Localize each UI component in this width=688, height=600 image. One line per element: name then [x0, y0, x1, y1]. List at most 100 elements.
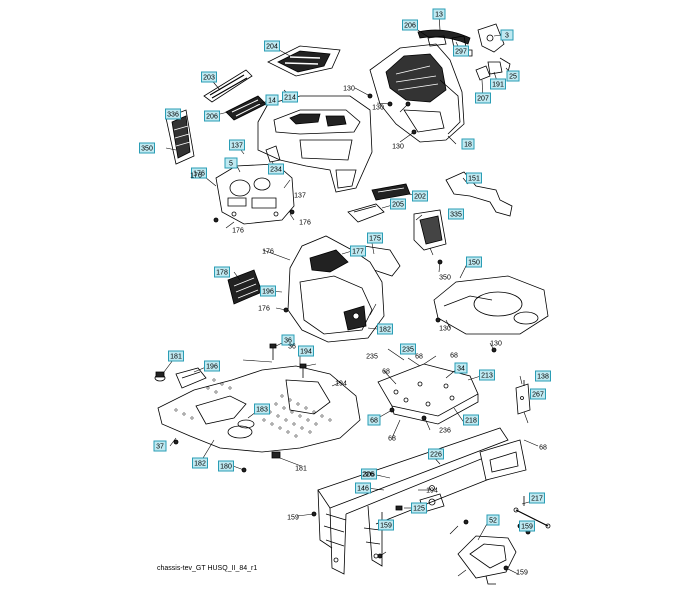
plain-callouts: 1301301301371761761761761763501301303668…	[190, 86, 547, 577]
callout-label: 226	[362, 472, 374, 479]
callout-box-label: 150	[468, 260, 480, 267]
callout-box-label: 37	[156, 444, 164, 451]
callout-label: 176	[232, 228, 244, 235]
callout-label: 68	[382, 369, 390, 376]
front-panel-182	[288, 236, 384, 342]
callout-label: 176	[258, 306, 270, 313]
callout-box-frame	[428, 448, 444, 460]
callout-box-label: 5	[229, 161, 233, 168]
callout-box-label: 335	[450, 212, 462, 219]
callout-box-label: 177	[352, 249, 364, 256]
callout-label: 68	[388, 436, 396, 443]
callout-box: 146	[355, 482, 371, 494]
callout-box-label: 306	[363, 472, 375, 479]
callout-label: 236	[439, 428, 451, 435]
callout-box: 226	[428, 448, 444, 460]
callout-label: 194	[335, 381, 347, 388]
callout-box-label: 36	[284, 338, 292, 345]
callout-box-frame	[265, 94, 279, 106]
callout-label: 36	[288, 344, 296, 351]
callout-box-frame	[282, 91, 298, 103]
callout-box-label: 159	[380, 523, 392, 530]
callout-box-frame	[530, 388, 546, 400]
callout-box: 350	[139, 142, 155, 154]
callout-box-frame	[229, 139, 245, 151]
callout-box-frame	[475, 92, 491, 104]
callout-box-frame	[350, 245, 366, 257]
callout-box: 182	[377, 323, 393, 335]
callout-box-frame	[500, 29, 514, 41]
headlight-parts	[476, 58, 510, 80]
callout-label: 137	[294, 193, 306, 200]
callout-box: 14	[265, 94, 279, 106]
callout-box-label: 218	[465, 418, 477, 425]
callout-box-frame	[153, 440, 167, 452]
callout-box: 218	[463, 414, 479, 426]
callout-box-frame	[529, 492, 545, 504]
callout-box: 25	[506, 70, 520, 82]
callout-box-label: 159	[521, 524, 533, 531]
diagram-caption: chassis-tev_GT HUSQ_II_84_r1	[157, 565, 258, 572]
callout-box-label: 235	[402, 347, 414, 354]
callout-label: 181	[295, 466, 307, 473]
callout-box-label: 176	[193, 171, 205, 178]
callout-box-frame	[367, 414, 381, 426]
callout-box: 177	[350, 245, 366, 257]
callout-box-frame	[479, 369, 495, 381]
callout-box: 214	[282, 91, 298, 103]
callout-box-frame	[268, 163, 284, 175]
callout-label: 176	[299, 220, 311, 227]
callout-box-frame	[139, 142, 155, 154]
callout-box-frame	[454, 362, 468, 374]
callout-box-label: 146	[357, 486, 369, 493]
callout-box-label: 68	[370, 418, 378, 425]
callout-label: 130	[343, 86, 355, 93]
callout-box: 68	[367, 414, 381, 426]
callout-box: 234	[268, 163, 284, 175]
callout-box-frame	[390, 198, 406, 210]
callout-box-label: 194	[300, 349, 312, 356]
callout-box-label: 196	[262, 289, 274, 296]
callout-box-frame	[224, 157, 238, 169]
right-grille-insert	[414, 210, 446, 250]
hood-bracket	[446, 172, 512, 216]
callout-box: 206	[204, 110, 220, 122]
callout-box-frame	[400, 343, 416, 355]
callout-box-label: 267	[532, 392, 544, 399]
callout-box-label: 52	[489, 518, 497, 525]
side-grille-178	[228, 270, 262, 304]
callout-box: 217	[529, 492, 545, 504]
callout-box: 196	[260, 285, 276, 297]
floor-pan	[434, 276, 548, 334]
callout-box-label: 34	[457, 366, 465, 373]
callout-box: 52	[486, 514, 500, 526]
callout-box-frame	[466, 256, 482, 268]
callout-box-label: 203	[203, 75, 215, 82]
callout-box-label: 182	[194, 461, 206, 468]
callout-box-frame	[506, 70, 520, 82]
callout-label: 68	[415, 354, 423, 361]
callout-box-frame	[201, 71, 217, 83]
callout-box-label: 350	[141, 146, 153, 153]
callout-box: 205	[390, 198, 406, 210]
seat-adjuster	[176, 368, 206, 388]
callout-box-frame	[378, 519, 394, 531]
callout-box: 175	[367, 232, 383, 244]
callout-box-label: 13	[435, 12, 443, 19]
callout-box: 267	[530, 388, 546, 400]
callout-box: 151	[466, 172, 482, 184]
callout-label: 194	[426, 488, 438, 495]
callout-label: 68	[450, 353, 458, 360]
callout-box-frame	[461, 138, 475, 150]
emblem	[478, 24, 504, 52]
callout-box: 125	[411, 502, 427, 514]
front-grille-housing	[370, 44, 464, 142]
callout-box: 3	[500, 29, 514, 41]
callout-box-frame	[191, 167, 207, 179]
callout-box: 194	[298, 345, 314, 357]
callout-box: 36	[281, 334, 295, 346]
callout-box-label: 125	[413, 506, 425, 513]
callout-box-frame	[192, 457, 208, 469]
callout-box: 204	[264, 40, 280, 52]
callout-box: 335	[448, 208, 464, 220]
